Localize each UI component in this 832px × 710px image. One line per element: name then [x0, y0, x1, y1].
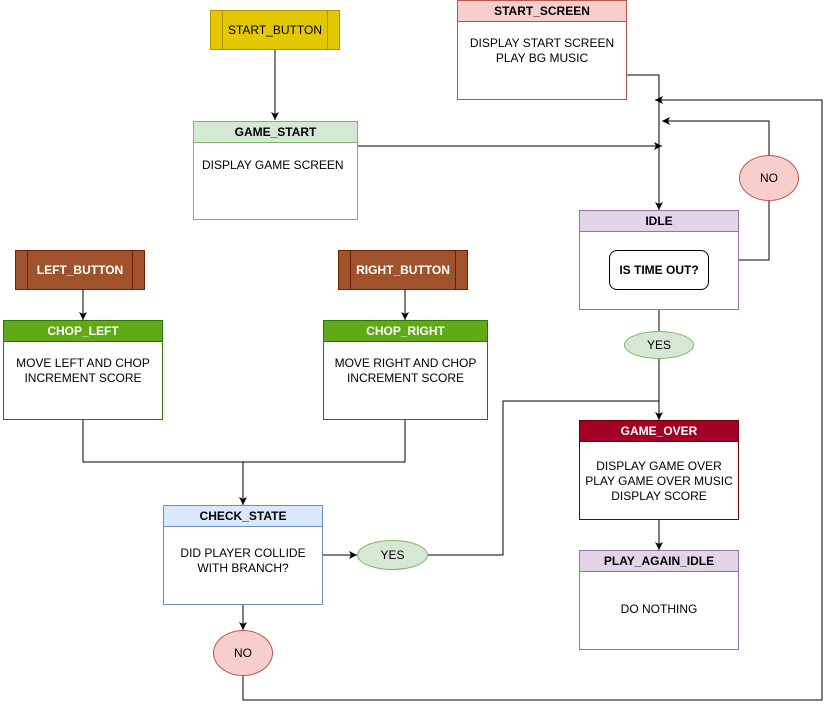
check-state-body: DID PLAYER COLLIDE WITH BRANCH? [164, 546, 322, 576]
check-state-title: CHECK_STATE [164, 506, 322, 527]
game-over-line-3: DISPLAY SCORE [611, 489, 707, 503]
check-yes-ellipse: YES [357, 540, 428, 570]
game-over-line-2: PLAY GAME OVER MUSIC [585, 474, 733, 488]
play-again-idle-body: DO NOTHING [580, 602, 738, 617]
start-screen-body: DISPLAY START SCREEN PLAY BG MUSIC [458, 36, 626, 66]
edge-start-screen-to-idle [626, 74, 663, 210]
play-again-idle-line-1: DO NOTHING [620, 602, 698, 616]
check-state-state: CHECK_STATE DID PLAYER COLLIDE WITH BRAN… [163, 505, 323, 605]
idle-no-label: NO [760, 171, 778, 185]
chop-left-title: CHOP_LEFT [4, 321, 162, 342]
chop-left-state: CHOP_LEFT MOVE LEFT AND CHOP INCREMENT S… [3, 320, 163, 420]
check-no-label: NO [234, 646, 252, 660]
start-screen-line-1: DISPLAY START SCREEN [469, 36, 615, 50]
right-button-bar-left [339, 251, 351, 289]
game-start-body: DISPLAY GAME SCREEN [202, 158, 344, 173]
idle-yes-ellipse: YES [624, 331, 694, 359]
right-button-label: RIGHT_BUTTON [356, 263, 450, 277]
check-state-line-1: DID PLAYER COLLIDE [180, 546, 306, 560]
idle-question: IS TIME OUT? [619, 263, 699, 277]
start-screen-line-2: PLAY BG MUSIC [495, 51, 589, 65]
play-again-idle-title: PLAY_AGAIN_IDLE [580, 551, 738, 572]
left-button-bar-right [132, 251, 144, 289]
play-again-idle-state: PLAY_AGAIN_IDLE DO NOTHING [579, 550, 739, 650]
start-screen-state: START_SCREEN DISPLAY START SCREEN PLAY B… [457, 0, 627, 100]
game-start-line-1: DISPLAY GAME SCREEN [202, 158, 344, 172]
start-button-label: START_BUTTON [227, 23, 322, 37]
check-yes-label: YES [380, 548, 405, 562]
check-state-line-2: WITH BRANCH? [197, 561, 289, 575]
game-over-title: GAME_OVER [580, 421, 738, 442]
left-button-label: LEFT_BUTTON [36, 263, 124, 277]
start-screen-title: START_SCREEN [458, 1, 626, 22]
idle-title: IDLE [580, 211, 738, 232]
edge-no-to-idle-loop [662, 117, 770, 155]
check-no-ellipse: NO [213, 630, 273, 676]
right-button-bar-right [455, 251, 467, 289]
game-over-body: DISPLAY GAME OVER PLAY GAME OVER MUSIC D… [580, 459, 738, 504]
chop-left-body: MOVE LEFT AND CHOP INCREMENT SCORE [4, 356, 162, 386]
idle-time-out-decision: IS TIME OUT? [609, 250, 709, 290]
right-button: RIGHT_BUTTON [338, 250, 468, 290]
chop-right-body: MOVE RIGHT AND CHOP INCREMENT SCORE [324, 356, 487, 386]
game-over-state: GAME_OVER DISPLAY GAME OVER PLAY GAME OV… [579, 420, 739, 520]
edge-idle-to-no [739, 201, 770, 261]
start-button-bar-left [211, 11, 223, 49]
chop-left-line-2: INCREMENT SCORE [24, 371, 142, 385]
chop-right-line-1: MOVE RIGHT AND CHOP [334, 356, 477, 370]
edge-no-loop-to-idle [242, 96, 823, 701]
start-button: START_BUTTON [210, 10, 340, 50]
edge-yes-to-game-over-2 [428, 400, 659, 556]
idle-yes-label: YES [646, 338, 671, 352]
chop-left-line-1: MOVE LEFT AND CHOP [16, 356, 150, 370]
game-over-line-1: DISPLAY GAME OVER [596, 459, 722, 473]
chop-right-line-2: INCREMENT SCORE [346, 371, 465, 385]
game-start-title: GAME_START [194, 122, 357, 143]
chop-right-state: CHOP_RIGHT MOVE RIGHT AND CHOP INCREMENT… [323, 320, 488, 420]
left-button-bar-left [16, 251, 28, 289]
edge-chop-left-merge [82, 420, 406, 463]
left-button: LEFT_BUTTON [15, 250, 145, 290]
chop-right-title: CHOP_RIGHT [324, 321, 487, 342]
idle-no-ellipse: NO [739, 155, 799, 201]
game-start-state: GAME_START DISPLAY GAME SCREEN [193, 121, 358, 220]
start-button-bar-right [327, 11, 339, 49]
